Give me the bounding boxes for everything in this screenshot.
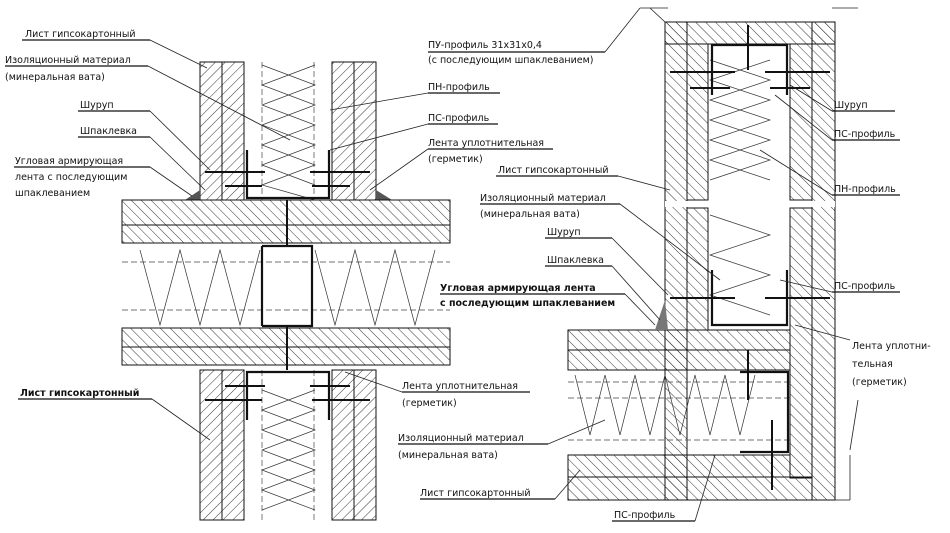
label-right-putty: Шпаклевка [547,255,604,266]
labels: Лист гипсокартонный Изоляционный материа… [5,29,931,521]
label-left-seal-bottom: Лента уплотнительная [402,381,518,392]
label-right-insulation-sub: (минеральная вата) [480,209,580,220]
label-left-corner-tape-2: лента с последующим [15,172,127,183]
label-pu-profile-sub: (с последующим шпаклеванием) [428,55,594,66]
label-right-pn-profile: ПН-профиль [834,184,896,195]
right-horizontal-wall [567,300,813,501]
leader-lines [5,7,900,522]
label-pu-profile: ПУ-профиль 31x31x0,4 [428,40,542,51]
label-left-gkl-top: Лист гипсокартонный [25,29,136,40]
label-right-gkl-bottom: Лист гипсокартонный [420,488,531,499]
label-right-gkl: Лист гипсокартонный [498,165,609,176]
label-right-corner-tape-2: с последующим шпаклеванием [440,298,615,309]
label-right-screw: Шуруп [547,227,581,238]
label-right-insulation-bottom: Изоляционный материал [398,433,524,444]
label-left-putty: Шпаклевка [80,126,137,137]
label-right-ps-profile-bottom: ПС-профиль [614,510,676,521]
label-left-insulation: Изоляционный материал [5,55,131,66]
label-left-seal-bottom-sub: (герметик) [402,398,457,409]
label-left-corner-tape-3: шпаклеванием [15,188,90,199]
left-upper-wall [185,61,392,201]
label-right-seal-3: (герметик) [852,377,907,388]
label-left-screw: Шуруп [80,100,114,111]
label-right-ps-profile-top: ПС-профиль [834,129,896,140]
label-left-ps-profile: ПС-профиль [428,113,490,124]
label-right-seal-1: Лента уплотни- [852,341,931,352]
left-horizontal-wall [121,199,451,370]
label-right-insulation-bottom-sub: (минеральная вата) [398,450,498,461]
label-left-pn-profile: ПН-профиль [428,82,490,93]
label-right-seal-2: тельная [852,359,893,370]
label-right-insulation: Изоляционный материал [480,193,606,204]
label-left-corner-tape-1: Угловая армирующая [15,156,123,167]
label-left-insulation-sub: (минеральная вата) [5,72,105,83]
label-left-gkl-bottom: Лист гипсокартонный [20,388,139,399]
left-lower-wall [199,369,377,521]
label-right-screw-top: Шуруп [834,100,868,111]
label-left-seal-sub: (герметик) [428,154,483,165]
label-right-corner-tape-1: Угловая армирующая лента [440,283,596,294]
label-left-seal: Лента уплотнительная [428,138,544,149]
right-vertical-wall [640,7,858,501]
label-right-ps-profile-mid: ПС-профиль [834,281,896,292]
